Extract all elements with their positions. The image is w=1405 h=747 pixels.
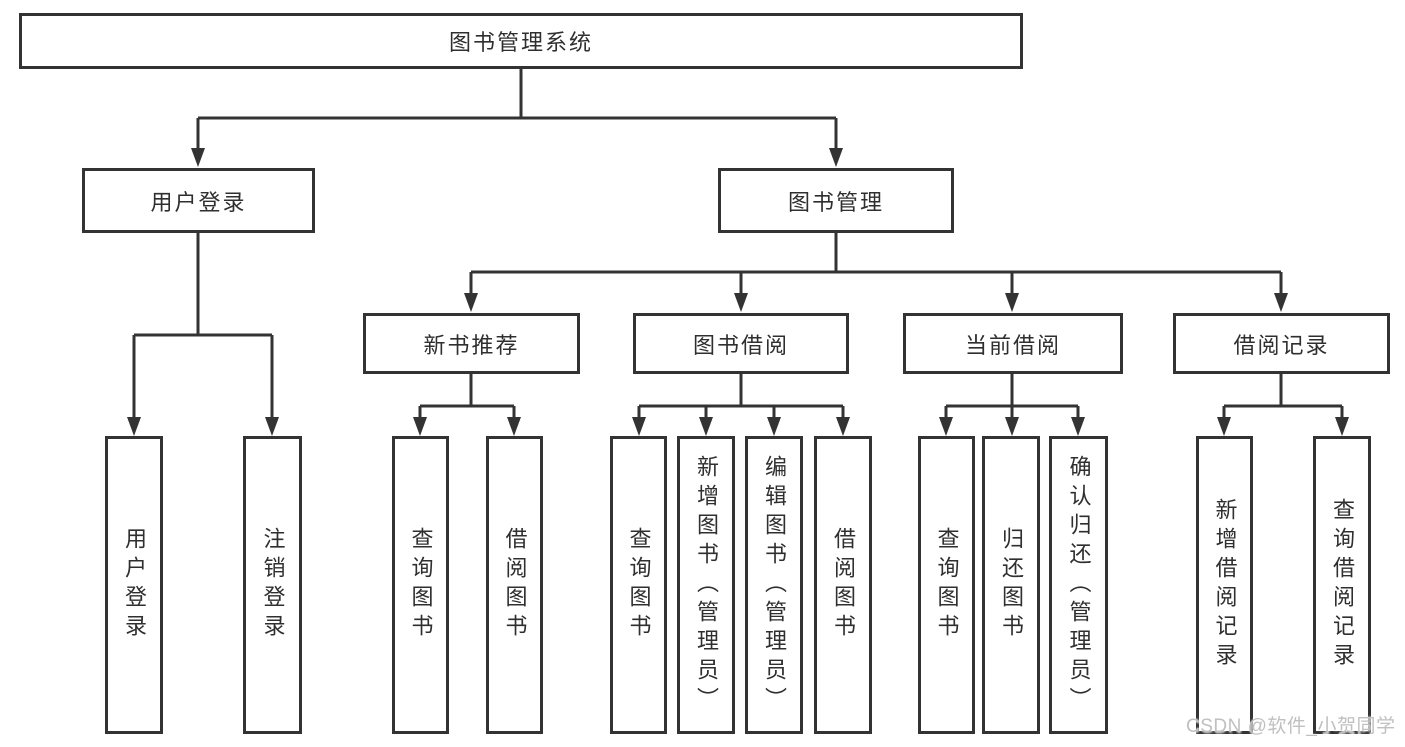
node-login: 用户登录	[105, 436, 163, 734]
node-logout: 注销登录	[243, 436, 302, 734]
node-library-system: 图书管理系统	[19, 13, 1023, 69]
node-recommend-borrow-book: 借阅图书	[486, 436, 543, 734]
node-borrow-borrow-book: 借阅图书	[814, 436, 872, 734]
node-current-borrow-label: 当前借阅	[964, 332, 1061, 358]
node-edit-book-admin: 编辑图书（管理员）	[745, 436, 803, 734]
node-borrow-query-book-label: 查询图书	[626, 527, 652, 643]
node-borrow-query-book: 查询图书	[610, 436, 667, 734]
node-confirm-return-admin-label: 确认归还（管理员）	[1066, 454, 1092, 716]
node-edit-book-admin-label: 编辑图书（管理员）	[762, 454, 787, 716]
node-current-borrow: 当前借阅	[903, 313, 1123, 374]
node-login-label: 用户登录	[122, 527, 147, 643]
node-recommend-query-book: 查询图书	[392, 436, 449, 734]
node-borrow-records-label: 借阅记录	[1233, 332, 1330, 358]
node-add-book-admin: 新增图书（管理员）	[677, 436, 735, 734]
node-return-book: 归还图书	[982, 436, 1040, 734]
node-add-borrow-record-label: 新增借阅记录	[1212, 498, 1238, 672]
node-current-query-book: 查询图书	[918, 436, 975, 734]
node-query-borrow-record-label: 查询借阅记录	[1330, 498, 1355, 672]
node-user-login: 用户登录	[82, 168, 315, 233]
node-user-login-label: 用户登录	[150, 189, 247, 215]
node-book-borrow-label: 图书借阅	[692, 332, 789, 358]
node-book-management: 图书管理	[718, 168, 954, 233]
node-add-borrow-record: 新增借阅记录	[1196, 436, 1253, 734]
node-recommend-query-book-label: 查询图书	[408, 527, 434, 643]
node-add-book-admin-label: 新增图书（管理员）	[694, 454, 719, 716]
node-library-system-label: 图书管理系统	[448, 30, 593, 55]
node-book-management-label: 图书管理	[787, 189, 884, 215]
node-new-book-recommend: 新书推荐	[363, 313, 580, 374]
node-confirm-return-admin: 确认归还（管理员）	[1049, 436, 1108, 734]
node-current-query-book-label: 查询图书	[934, 527, 960, 643]
node-new-book-recommend-label: 新书推荐	[423, 332, 520, 358]
node-query-borrow-record: 查询借阅记录	[1313, 436, 1371, 734]
node-return-book-label: 归还图书	[999, 527, 1024, 643]
node-borrow-records: 借阅记录	[1173, 313, 1390, 374]
node-borrow-borrow-book-label: 借阅图书	[831, 527, 856, 643]
node-book-borrow: 图书借阅	[633, 313, 849, 374]
node-logout-label: 注销登录	[260, 527, 286, 643]
csdn-watermark: CSDN @软件_小贺同学	[1186, 716, 1396, 737]
node-recommend-borrow-book-label: 借阅图书	[502, 527, 528, 643]
